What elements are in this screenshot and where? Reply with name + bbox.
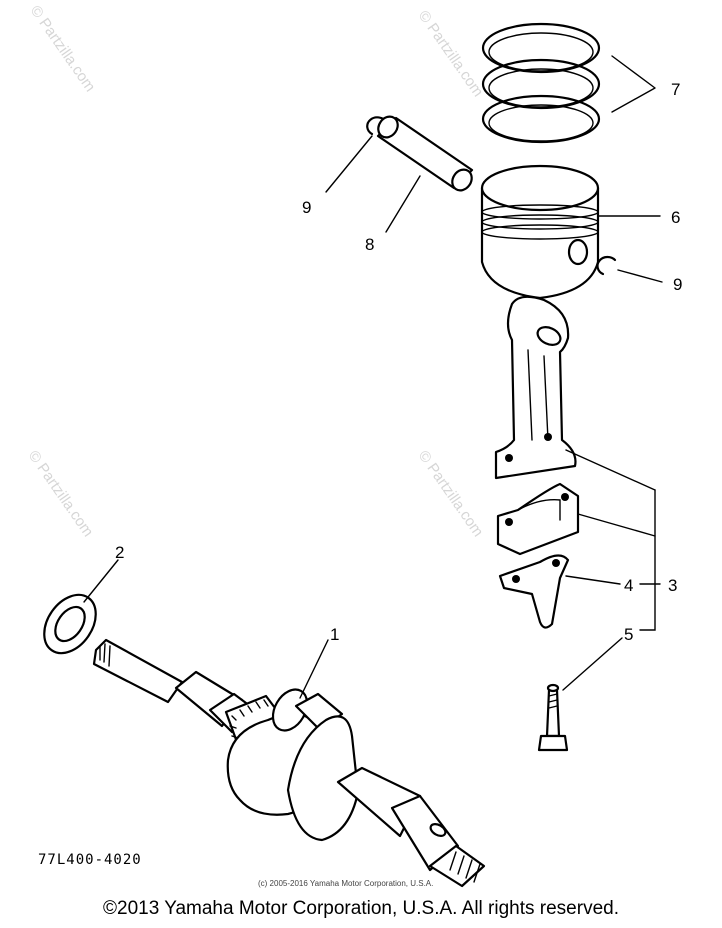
connecting-rod bbox=[494, 295, 577, 480]
fine-print: (c) 2005-2016 Yamaha Motor Corporation, … bbox=[258, 879, 433, 888]
piston-pin bbox=[376, 115, 474, 192]
rod-bolt bbox=[537, 683, 569, 752]
circlip-right bbox=[596, 255, 617, 276]
thrust-washer bbox=[43, 593, 97, 655]
watermark-left: © Partzilla.com bbox=[25, 448, 97, 541]
callout-1: 1 bbox=[330, 625, 339, 644]
callout-9a: 9 bbox=[302, 198, 311, 217]
copyright-notice: ©2013 Yamaha Motor Corporation, U.S.A. A… bbox=[103, 898, 619, 919]
callout-5: 5 bbox=[624, 625, 633, 644]
callout-4: 4 bbox=[624, 576, 633, 595]
watermark-mid: © Partzilla.com bbox=[415, 448, 487, 541]
callout-2: 2 bbox=[115, 543, 124, 562]
piston-rings bbox=[481, 22, 601, 144]
watermark-corner: © Partzilla.com bbox=[27, 3, 99, 96]
watermark-top: © Partzilla.com bbox=[415, 8, 487, 101]
lock-plate bbox=[498, 554, 570, 629]
callout-3: 3 bbox=[668, 576, 677, 595]
leader-lines bbox=[83, 55, 663, 699]
callout-9b: 9 bbox=[673, 275, 682, 294]
callout-8: 8 bbox=[365, 235, 374, 254]
piston bbox=[480, 164, 600, 300]
part-code: 77L400-4020 bbox=[38, 852, 142, 868]
callout-6: 6 bbox=[671, 208, 680, 227]
rod-cap bbox=[496, 482, 580, 556]
callout-7: 7 bbox=[671, 80, 680, 99]
crankshaft bbox=[92, 638, 486, 888]
